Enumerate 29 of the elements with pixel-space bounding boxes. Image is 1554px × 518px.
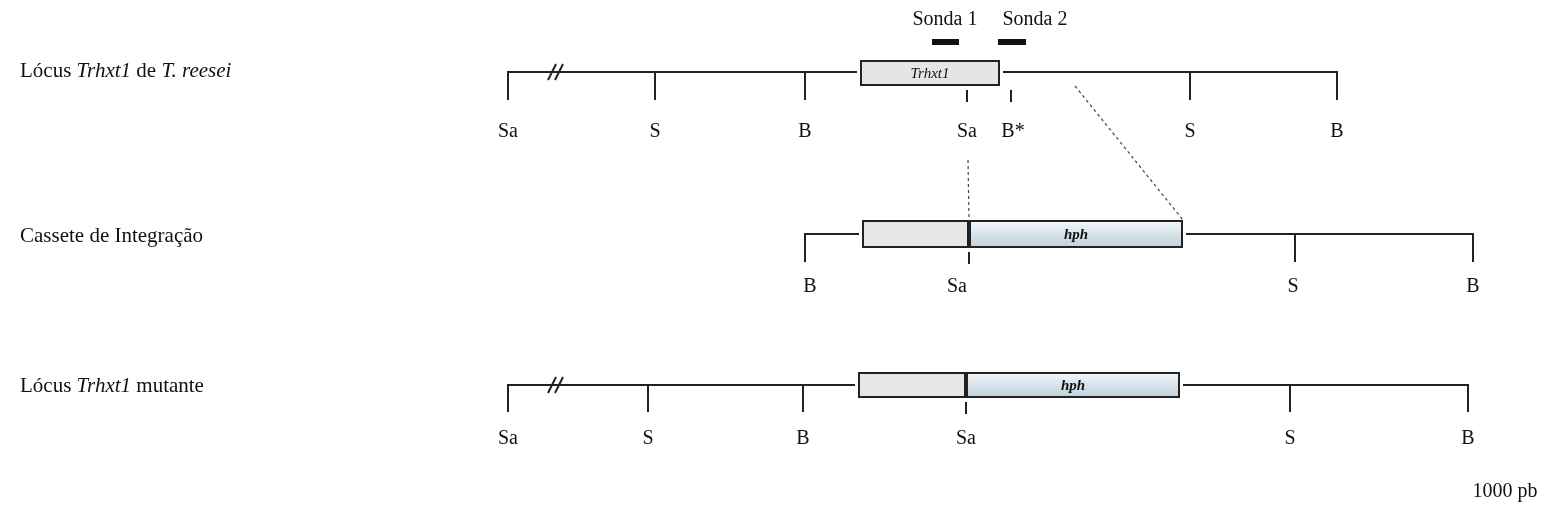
dotted-line [1074,85,1184,221]
gene-box: Trhxt1 [860,60,1000,86]
row-label: Cassete de Integração [20,224,204,246]
site-label: S [1184,120,1196,140]
site-label: Sa [498,427,518,447]
gene-segment-box [862,220,969,248]
site-label: B [798,120,812,140]
probe-label: Sonda 2 [1002,8,1068,28]
site-label: Sa [957,120,977,140]
row-label: Lócus Trhxt1 de T. reesei [20,59,232,81]
scale-label: 1000 pb [1472,480,1538,500]
site-label: S [642,427,654,447]
gene-box: hph [966,372,1180,398]
site-label: Sa [947,275,967,295]
site-label: Sa [498,120,518,140]
gene-segment-box [858,372,966,398]
site-label: B [1461,427,1475,447]
site-label: B [1466,275,1480,295]
site-label: S [649,120,661,140]
site-label: B* [1001,120,1025,140]
site-label: S [1287,275,1299,295]
site-label: S [1284,427,1296,447]
site-label: B [796,427,810,447]
gene-box: hph [969,220,1183,248]
site-label: B [803,275,817,295]
site-label: B [1330,120,1344,140]
site-label: Sa [956,427,976,447]
row-label: Lócus Trhxt1 mutante [20,374,204,396]
probe-label: Sonda 1 [912,8,978,28]
